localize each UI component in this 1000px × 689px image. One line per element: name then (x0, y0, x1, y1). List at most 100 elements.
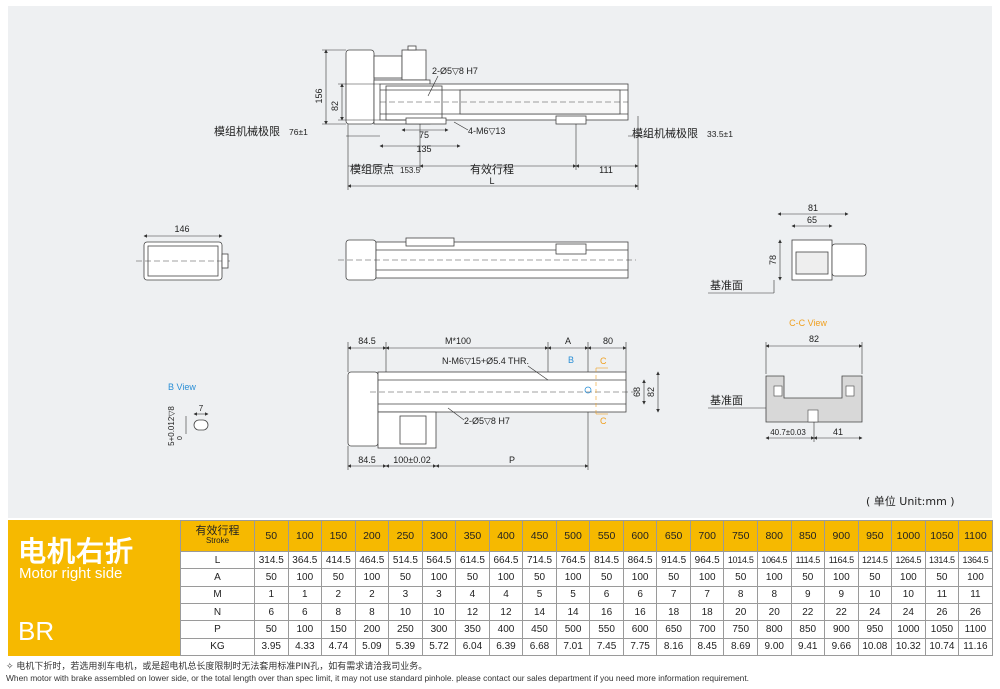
stroke-cell: 500 (555, 520, 591, 552)
table-cell: 300 (421, 620, 457, 639)
table-cell: 50 (790, 568, 826, 587)
table-cell: 7.45 (589, 637, 624, 657)
table-cell: 2 (321, 585, 356, 604)
stroke-cell: 1100 (958, 520, 993, 552)
table-cell: 100 (287, 568, 323, 587)
stroke-cell: 50 (254, 520, 289, 552)
stroke-cell: 350 (455, 520, 490, 552)
table-cell: 20 (723, 602, 758, 622)
table-cell: 6 (589, 585, 624, 604)
table-cell: 10.32 (891, 637, 926, 657)
table-cell: 5 (555, 585, 591, 604)
table-cell: 550 (589, 620, 624, 639)
dim-78: 78 (768, 255, 778, 265)
table-cell: 1364.5 (958, 550, 993, 570)
row-label: P (180, 620, 255, 639)
origin-label: 模组原点 (350, 162, 394, 176)
bottom-view-dims (347, 342, 660, 470)
table-cell: 26 (924, 602, 960, 622)
top-view-labels: 156 82 2-Ø5▽8 H7 4-M6▽13 75 135 模组机械极限 7… (214, 66, 733, 186)
table-cell: 50 (589, 568, 624, 587)
row-label: KG (180, 637, 255, 657)
table-cell: 9.00 (756, 637, 792, 657)
table-cell: 800 (756, 620, 792, 639)
dim-845-top: 84.5 (358, 336, 376, 346)
row-label: A (180, 568, 255, 587)
b-view-dim-7: 7 (199, 404, 204, 413)
table-cell: 6 (287, 602, 323, 622)
table-cell: 8 (756, 585, 792, 604)
table-cell: 9.41 (790, 637, 826, 657)
table-cell: 8 (354, 602, 390, 622)
table-cell: 8.69 (723, 637, 758, 657)
table-cell: 8 (321, 602, 356, 622)
table-cell: 764.5 (555, 550, 591, 570)
stroke-header-en: Stroke (205, 536, 230, 545)
table-cell: 22 (790, 602, 826, 622)
table-cell: 3.95 (254, 637, 289, 657)
b-marker: B (568, 355, 574, 365)
table-cell: 50 (924, 568, 960, 587)
table-cell: 18 (656, 602, 691, 622)
limit-left-val: 76±1 (289, 127, 308, 137)
table-cell: 9 (790, 585, 826, 604)
limit-left: 模组机械极限 (214, 124, 280, 138)
table-cell: 650 (656, 620, 691, 639)
cc-view-dim-82: 82 (809, 334, 819, 344)
title-code: BR (18, 616, 55, 646)
stroke-cell: 850 (790, 520, 826, 552)
table-cell: 364.5 (287, 550, 323, 570)
table-cell: 1214.5 (857, 550, 893, 570)
table-cell: 100 (421, 568, 457, 587)
table-cell: 8 (723, 585, 758, 604)
stroke-cell: 1000 (891, 520, 926, 552)
stroke-cell: 450 (522, 520, 557, 552)
table-cell: 7.75 (622, 637, 658, 657)
table-cell: 9.66 (824, 637, 859, 657)
stroke-cell: 800 (756, 520, 792, 552)
dim-p: P (509, 455, 515, 465)
table-cell: 400 (488, 620, 524, 639)
table-cell: 350 (455, 620, 490, 639)
table-cell: 11 (924, 585, 960, 604)
table-cell: 6.68 (522, 637, 557, 657)
table-cell: 9 (824, 585, 859, 604)
dim-75: 75 (419, 130, 429, 140)
unit-label: ( 单位 Unit:mm ) (866, 495, 955, 508)
table-cell: 50 (388, 568, 423, 587)
table-cell: 1 (287, 585, 323, 604)
table-cell: 16 (589, 602, 624, 622)
table-cell: 16 (622, 602, 658, 622)
table-cell: 750 (723, 620, 758, 639)
table-cell: 50 (723, 568, 758, 587)
row-label: L (180, 550, 255, 570)
table-cell: 6 (622, 585, 658, 604)
dim-L: L (489, 176, 494, 186)
table-cell: 14 (522, 602, 557, 622)
bottom-view-labels: 84.5 M*100 A 80 N-M6▽15+Ø5.4 THR. B C C … (358, 336, 656, 465)
table-cell: 950 (857, 620, 893, 639)
table-cell: 1264.5 (891, 550, 926, 570)
table-cell: 914.5 (656, 550, 691, 570)
dim-m100: M*100 (445, 336, 471, 346)
cc-view-title: C-C View (789, 318, 827, 328)
dim-82-bottom: 82 (646, 387, 656, 397)
table-cell: 900 (824, 620, 859, 639)
table-cell: 14 (555, 602, 591, 622)
table-cell: 7.01 (555, 637, 591, 657)
table-cell: 964.5 (689, 550, 725, 570)
limit-right: 模组机械极限 (632, 126, 698, 140)
table-cell: 10 (421, 602, 457, 622)
row-label: N (180, 602, 255, 622)
drawing-area: 156 82 2-Ø5▽8 H7 4-M6▽13 75 135 模组机械极限 7… (8, 6, 992, 518)
table-cell: 100 (622, 568, 658, 587)
table-cell: 4.74 (321, 637, 356, 657)
dim-111: 111 (599, 165, 613, 175)
stroke-header-cn: 有效行程 (195, 524, 240, 537)
table-cell: 50 (857, 568, 893, 587)
bottom-view (347, 371, 636, 449)
table-cell: 7 (689, 585, 725, 604)
table-cell: 1 (254, 585, 289, 604)
